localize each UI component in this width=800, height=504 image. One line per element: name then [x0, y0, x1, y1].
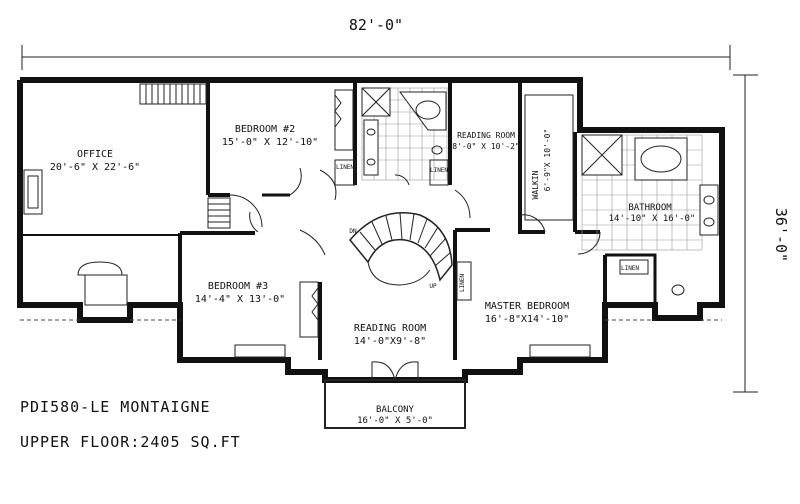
office-size: 20'-6" X 22'-6" [50, 162, 140, 173]
linen-label-b: LINEN [430, 167, 448, 174]
exterior-walls [17, 77, 725, 383]
balcony-size: 16'-0" X 5'-0" [357, 416, 433, 426]
bedroom3-size: 14'-4" X 13'-0" [195, 294, 285, 305]
balcony-and-bays [20, 319, 722, 429]
office-stair [23, 83, 231, 306]
walkin-size: 6'-9"X 10'-0" [543, 129, 552, 192]
interior-walls [20, 82, 657, 360]
central-stair [349, 212, 453, 286]
overall-depth-label: 36'-0" [772, 208, 790, 262]
reading-room-upper-size: 8'-0" X 10'-2" [452, 142, 519, 151]
bathroom-label: BATHROOM [628, 203, 672, 213]
reading-room-center-label: READING ROOM [354, 323, 426, 334]
linen-label-d: LINEN [621, 265, 639, 272]
stair-up-label: UP [429, 283, 437, 290]
balcony-label: BALCONY [376, 405, 415, 415]
floor-area: UPPER FLOOR:2405 SQ.FT [20, 433, 241, 451]
dimension-lines [21, 45, 758, 393]
linen-label-a: LINEN [336, 164, 354, 171]
bedroom3-label: BEDROOM #3 [208, 281, 268, 292]
walkin-label: WALKIN [531, 170, 540, 199]
reading-room-center-size: 14'-0"X9'-8" [354, 336, 426, 347]
master-bedroom-label: MASTER BEDROOM [485, 301, 569, 312]
bedroom2-size: 15'-0" X 12'-10" [222, 137, 318, 148]
bathroom-fixtures [581, 134, 719, 296]
reading-room-upper-label: READING ROOM [457, 131, 515, 140]
master-bedroom-size: 16'-8"X14'-10" [485, 314, 569, 325]
plan-name: PDI580-LE MONTAIGNE [20, 398, 211, 416]
shared-bath-fixtures [361, 87, 448, 181]
overall-width-label: 82'-0" [349, 16, 403, 34]
door-swings [229, 167, 601, 381]
bedroom2-label: BEDROOM #2 [235, 124, 295, 135]
office-label: OFFICE [77, 149, 113, 160]
linen-label-c: LINEN [459, 274, 466, 292]
closets [299, 89, 574, 338]
stair-dn-label: DN [349, 228, 357, 235]
bathroom-size: 14'-10" X 16'-0" [609, 214, 696, 224]
